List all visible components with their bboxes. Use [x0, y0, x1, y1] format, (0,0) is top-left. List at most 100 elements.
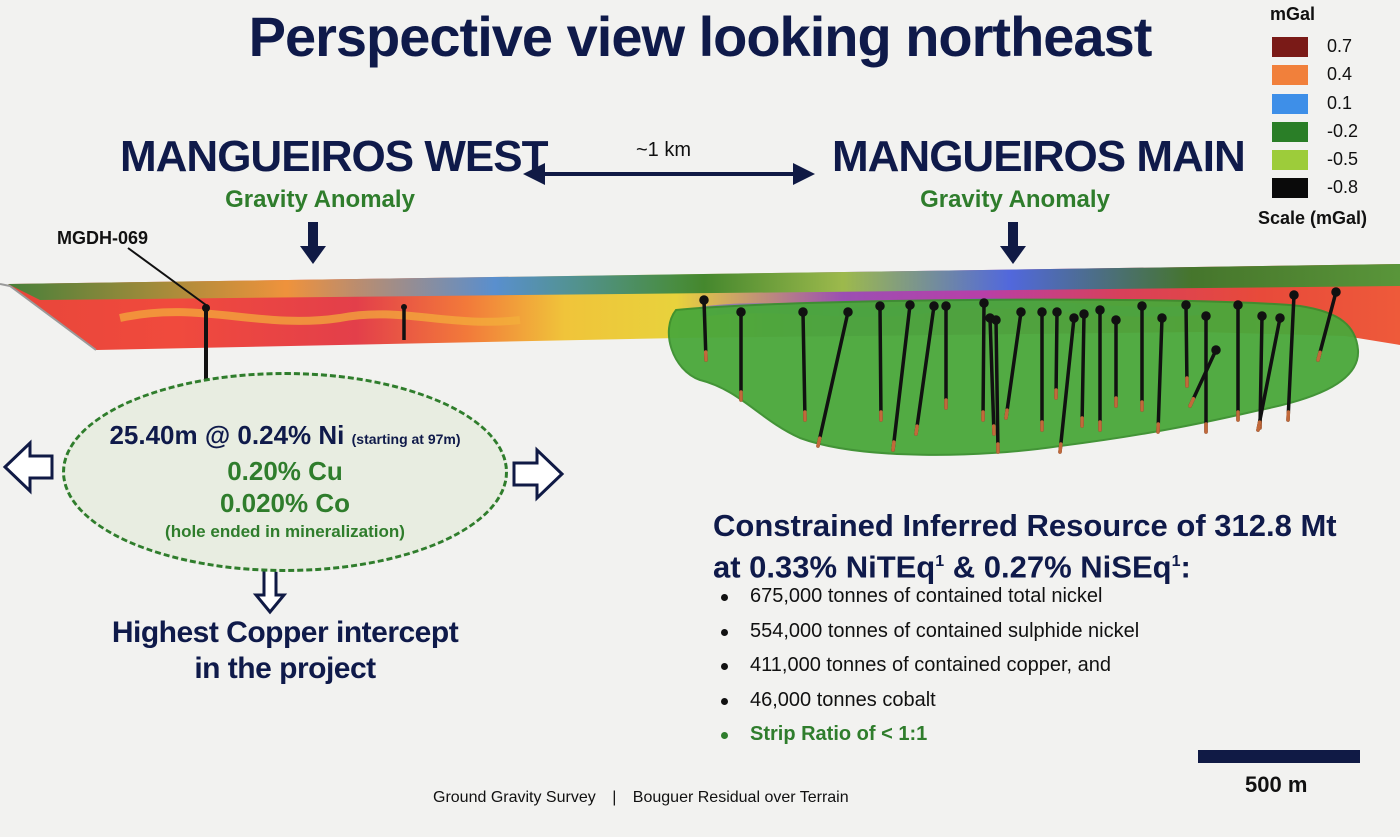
drillhole [981, 301, 986, 422]
list-item: 46,000 tonnes cobalt [715, 689, 1139, 724]
legend-swatch [1272, 65, 1308, 85]
drillhole [988, 316, 996, 436]
drillhole [891, 303, 912, 452]
list-item: 554,000 tonnes of contained sulphide nic… [715, 620, 1139, 655]
resource-line1: Constrained Inferred Resource of 312.8 M… [713, 508, 1337, 543]
drillhole-tip [816, 436, 822, 448]
list-item: 411,000 tonnes of contained copper, and [715, 654, 1139, 689]
footer-caption: Ground Gravity Survey | Bouguer Residual… [433, 789, 849, 807]
drillhole-collar [1257, 311, 1267, 321]
footer-survey: Ground Gravity Survey [433, 789, 596, 806]
footer-separator: | [612, 789, 617, 806]
drillhole-collar [798, 307, 808, 317]
drillhole [1184, 303, 1189, 388]
drillhole-collar [401, 304, 407, 310]
drillhole-tip [1316, 350, 1322, 362]
down-hollow-arrow [252, 568, 288, 615]
drillhole [816, 310, 850, 448]
legend-swatch [1272, 178, 1308, 198]
intercept-copper: 0.20% Cu [227, 456, 343, 486]
drillhole-group [699, 287, 1341, 454]
drillhole-collar [979, 298, 989, 308]
legend-entry: 0.7 [1272, 36, 1382, 58]
drillhole-collar [1037, 307, 1047, 317]
drillhole-collar [1052, 307, 1062, 317]
legend-value: -0.5 [1327, 149, 1359, 169]
distance-label: ~1 km [636, 139, 692, 161]
highest-copper-caption: Highest Copper intercept in the project [100, 615, 470, 687]
legend-swatch [1272, 150, 1308, 170]
west-down-arrow [300, 222, 326, 264]
drillhole-collar [1289, 290, 1299, 300]
drillhole-collar [1069, 313, 1079, 323]
drillhole [1004, 310, 1023, 420]
drillhole-collar [1095, 305, 1105, 315]
drillhole-label: MGDH-069 [57, 228, 149, 248]
legend-entry: -0.5 [1272, 149, 1382, 171]
footnote-mark: 1 [935, 553, 945, 570]
left-hollow-arrow [2, 439, 54, 495]
intercept-main-value: 25.40m @ 0.24% Ni [109, 420, 345, 450]
drillhole-collar [699, 295, 709, 305]
drillhole [994, 318, 1000, 454]
drillhole-collar [1201, 311, 1211, 321]
drillhole-collar [1137, 301, 1147, 311]
drillhole [878, 304, 883, 422]
page-title: Perspective view looking northeast [248, 5, 1153, 68]
drillhole-collar [991, 315, 1001, 325]
legend-value: 0.1 [1327, 93, 1353, 113]
drillhole-tip [914, 424, 919, 436]
drillhole [1080, 312, 1086, 428]
drillhole-collar [875, 301, 885, 311]
main-site-name: MANGUEIROS MAIN [832, 132, 1246, 181]
highest-copper-line1: Highest Copper intercept [111, 616, 459, 649]
drillhole-collar [843, 307, 853, 317]
drillhole-tip [1188, 396, 1196, 408]
resource-bullet-list: 675,000 tonnes of contained total nickel… [715, 585, 1139, 758]
drillhole-collar [1275, 313, 1285, 323]
drillhole-tip [1058, 442, 1063, 454]
resource-niteq: at 0.33% NiTEq [713, 549, 936, 585]
scale-bar-label: 500 m [1245, 772, 1308, 797]
west-site-subtitle: Gravity Anomaly [225, 186, 415, 213]
drillhole-collar [941, 301, 951, 311]
drillhole-collar [1233, 300, 1243, 310]
legend-swatch [1272, 122, 1308, 142]
drillhole-collar [1157, 313, 1167, 323]
legend-swatch [1272, 37, 1308, 57]
drillhole [1156, 316, 1164, 434]
drillhole [1316, 290, 1338, 362]
legend-entry: -0.8 [1272, 177, 1382, 199]
resource-niseq: & 0.27% NiSEq [944, 549, 1172, 585]
drillhole-leader-line [127, 247, 207, 306]
resource-heading: Constrained Inferred Resource of 312.8 M… [713, 508, 1337, 585]
drillhole [914, 304, 936, 436]
drillhole-collar [929, 301, 939, 311]
scale-bar [1198, 750, 1360, 763]
right-hollow-arrow [512, 446, 565, 502]
drillhole [1058, 316, 1076, 454]
west-site-name: MANGUEIROS WEST [120, 132, 548, 181]
resource-line2: at 0.33% NiTEq1 & 0.27% NiSEq1: [713, 544, 1337, 585]
drillhole [1286, 293, 1296, 422]
drillhole-collar [736, 307, 746, 317]
highest-copper-line2: in the project [194, 652, 376, 685]
intercept-start-note: (starting at 97m) [351, 431, 461, 447]
drillhole [1256, 316, 1282, 432]
drillhole-collar [1079, 309, 1089, 319]
intercept-cobalt: 0.020% Co [219, 488, 351, 518]
drillhole [801, 310, 807, 422]
drillhole-tip [1256, 420, 1262, 432]
drillhole-collar [1331, 287, 1341, 297]
drillhole [1054, 310, 1059, 400]
main-down-arrow [1000, 222, 1026, 264]
legend-value: -0.8 [1327, 177, 1359, 197]
intercept-note: (hole ended in mineralization) [165, 522, 405, 541]
drillhole-collar [905, 300, 915, 310]
legend-swatch [1272, 94, 1308, 114]
footer-method: Bouguer Residual over Terrain [632, 789, 849, 806]
drillhole [1188, 348, 1218, 408]
legend-entry: 0.1 [1272, 93, 1382, 115]
drillhole-collar [202, 304, 210, 312]
drillhole-collar [1181, 300, 1191, 310]
